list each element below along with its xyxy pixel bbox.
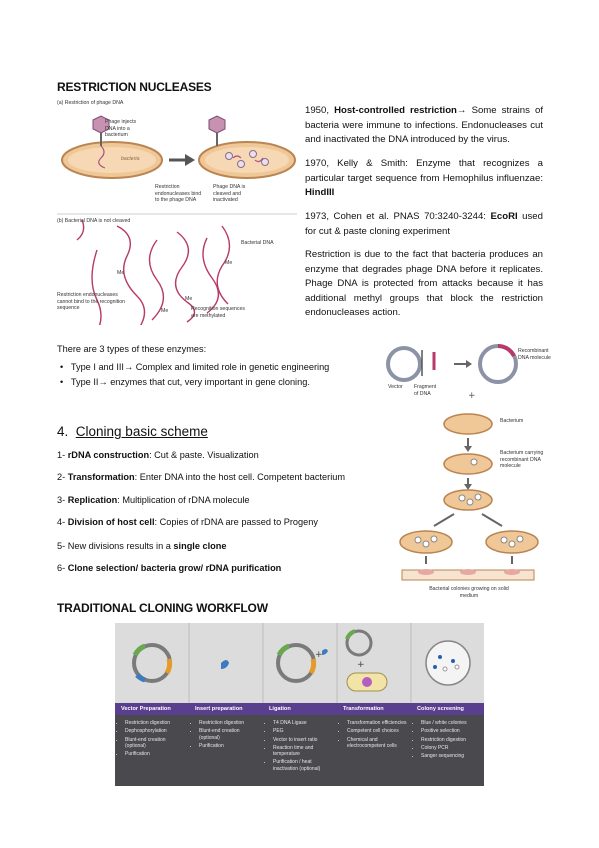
- heading-cloning-workflow: TRADITIONAL CLONING WORKFLOW: [57, 601, 268, 615]
- step-5: 5- New divisions results in a single clo…: [57, 541, 227, 551]
- history-3-rest: used for cut & paste cloning experiment: [305, 211, 543, 237]
- section-title: Cloning basic scheme: [75, 424, 208, 439]
- history-paragraph-2: 1970, Kelly & Smith: Enzyme that recogni…: [305, 157, 543, 201]
- fig-bacteria-label: bacteria: [121, 156, 140, 162]
- fig-phage-cleaved-label: Phage DNA is cleaved and inactivated: [213, 184, 246, 203]
- workflow-figure: + + Vector Preparation Insert preparatio…: [115, 623, 484, 786]
- fig-phage-injects-label: Phage injects DNA into a bacterium: [105, 119, 137, 138]
- workflow-illustrations: + +: [115, 623, 484, 703]
- workflow-illustration-svg: + +: [132, 623, 471, 703]
- fig-panel-a-label: (a) Restriction of phage DNA: [57, 100, 124, 106]
- workflow-col-4-items: Transformation efficiencies Competent ce…: [339, 720, 409, 751]
- fig-panel-b-label: (b) Bacterial DNA is not cleaved: [57, 218, 131, 224]
- history-1-bold: Host-controlled restriction: [334, 105, 457, 116]
- heading-restriction-nucleases: RESTRICTION NUCLEASES: [57, 80, 212, 94]
- types-list: • Type I and III→ Complex and limited ro…: [60, 360, 380, 389]
- figure-cloning-scheme: + Vector Fragment of DN: [374, 342, 554, 606]
- workflow-col-3-items: T4 DNA Ligase PEG Vector to insert ratio…: [265, 720, 335, 774]
- history-3-lead: 1973, Cohen et al. PNAS 70:3240-3244:: [305, 211, 491, 222]
- types-item: • Type II→ enzymes that cut, very import…: [60, 376, 310, 387]
- fig-me-label-1: Me: [225, 260, 233, 266]
- fig-cannot-bind-label: Restriction endonucleases cannot bind to…: [57, 292, 126, 311]
- svg-text:+: +: [315, 650, 323, 660]
- step-1: 1- rDNA construction: Cut & paste. Visua…: [57, 450, 259, 460]
- restriction-explanation: Restriction is due to the fact that bact…: [305, 249, 543, 319]
- step-4: 4- Division of host cell: Copies of rDNA…: [57, 517, 318, 527]
- fig-bacterium-label: Bacterium: [500, 418, 524, 424]
- workflow-col-5-title: Colony screening: [417, 706, 464, 712]
- types-intro: There are 3 types of these enzymes:: [57, 344, 207, 354]
- workflow-col-5-items: Blue / white colonies Positive selection…: [413, 720, 483, 761]
- fig-me-label-4: Me: [161, 308, 169, 314]
- history-1-rest: → Some strains of bacteria were immune t…: [305, 105, 543, 146]
- workflow-col-2-title: Insert preparation: [195, 706, 243, 712]
- step-3: 3- Replication: Multiplication of rDNA m…: [57, 495, 250, 505]
- fig-fragment-label: Fragment of DNA: [414, 384, 437, 397]
- fig-bacterium-carrying-label: Bacterium carrying recombinant DNA molec…: [500, 450, 544, 469]
- fig-me-label-3: Me: [185, 296, 193, 302]
- step-2: 2- Transformation: Enter DNA into the ho…: [57, 472, 346, 482]
- types-item: • Type I and III→ Complex and limited ro…: [60, 362, 330, 372]
- svg-text:+: +: [468, 391, 476, 401]
- history-paragraph-3: 1973, Cohen et al. PNAS 70:3240-3244: Ec…: [305, 210, 543, 239]
- workflow-col-1-title: Vector Preparation: [121, 706, 171, 712]
- fig-vector-label: Vector: [388, 384, 403, 390]
- fig-recombinant-label: Recombinant DNA molecule: [518, 348, 551, 361]
- fig-methylated-label: Recognition sequences are methylated: [191, 306, 245, 319]
- step-6: 6- Clone selection/ bacteria grow/ rDNA …: [57, 563, 282, 573]
- workflow-col-4-title: Transformation: [343, 706, 384, 712]
- section-cloning-scheme: 4. Cloning basic scheme: [57, 424, 208, 439]
- fig-me-label-2: Me: [117, 270, 125, 276]
- workflow-header-band: [115, 703, 484, 715]
- fig-colonies-label: Bacterial colonies growing on solid medi…: [429, 586, 509, 599]
- section-number: 4.: [57, 424, 69, 439]
- history-paragraph-1: 1950, Host-controlled restriction→ Some …: [305, 104, 543, 148]
- history-2-bold: HindIII: [305, 187, 335, 199]
- history-3-bold: EcoRI: [490, 211, 518, 222]
- history-1-lead: 1950,: [305, 105, 335, 116]
- figure-restriction-phage: (a) Restriction of phage DNA Phage injec…: [57, 100, 297, 341]
- workflow-col-1-items: Restriction digestion Dephosphorylation …: [117, 720, 187, 759]
- cloning-diagram: +: [386, 344, 539, 581]
- svg-text:+: +: [357, 660, 365, 670]
- workflow-col-2-items: Restriction digestion Blunt-end creation…: [191, 720, 261, 751]
- fig-bacterial-dna-label: Bacterial DNA: [241, 240, 274, 246]
- restriction-diagram: [57, 115, 297, 341]
- fig-restriction-bind-label: Restriction endonucleases bind to the ph…: [155, 184, 202, 203]
- history-2-lead: 1970, Kelly & Smith: Enzyme that recogni…: [305, 158, 543, 184]
- workflow-col-3-title: Ligation: [269, 706, 291, 712]
